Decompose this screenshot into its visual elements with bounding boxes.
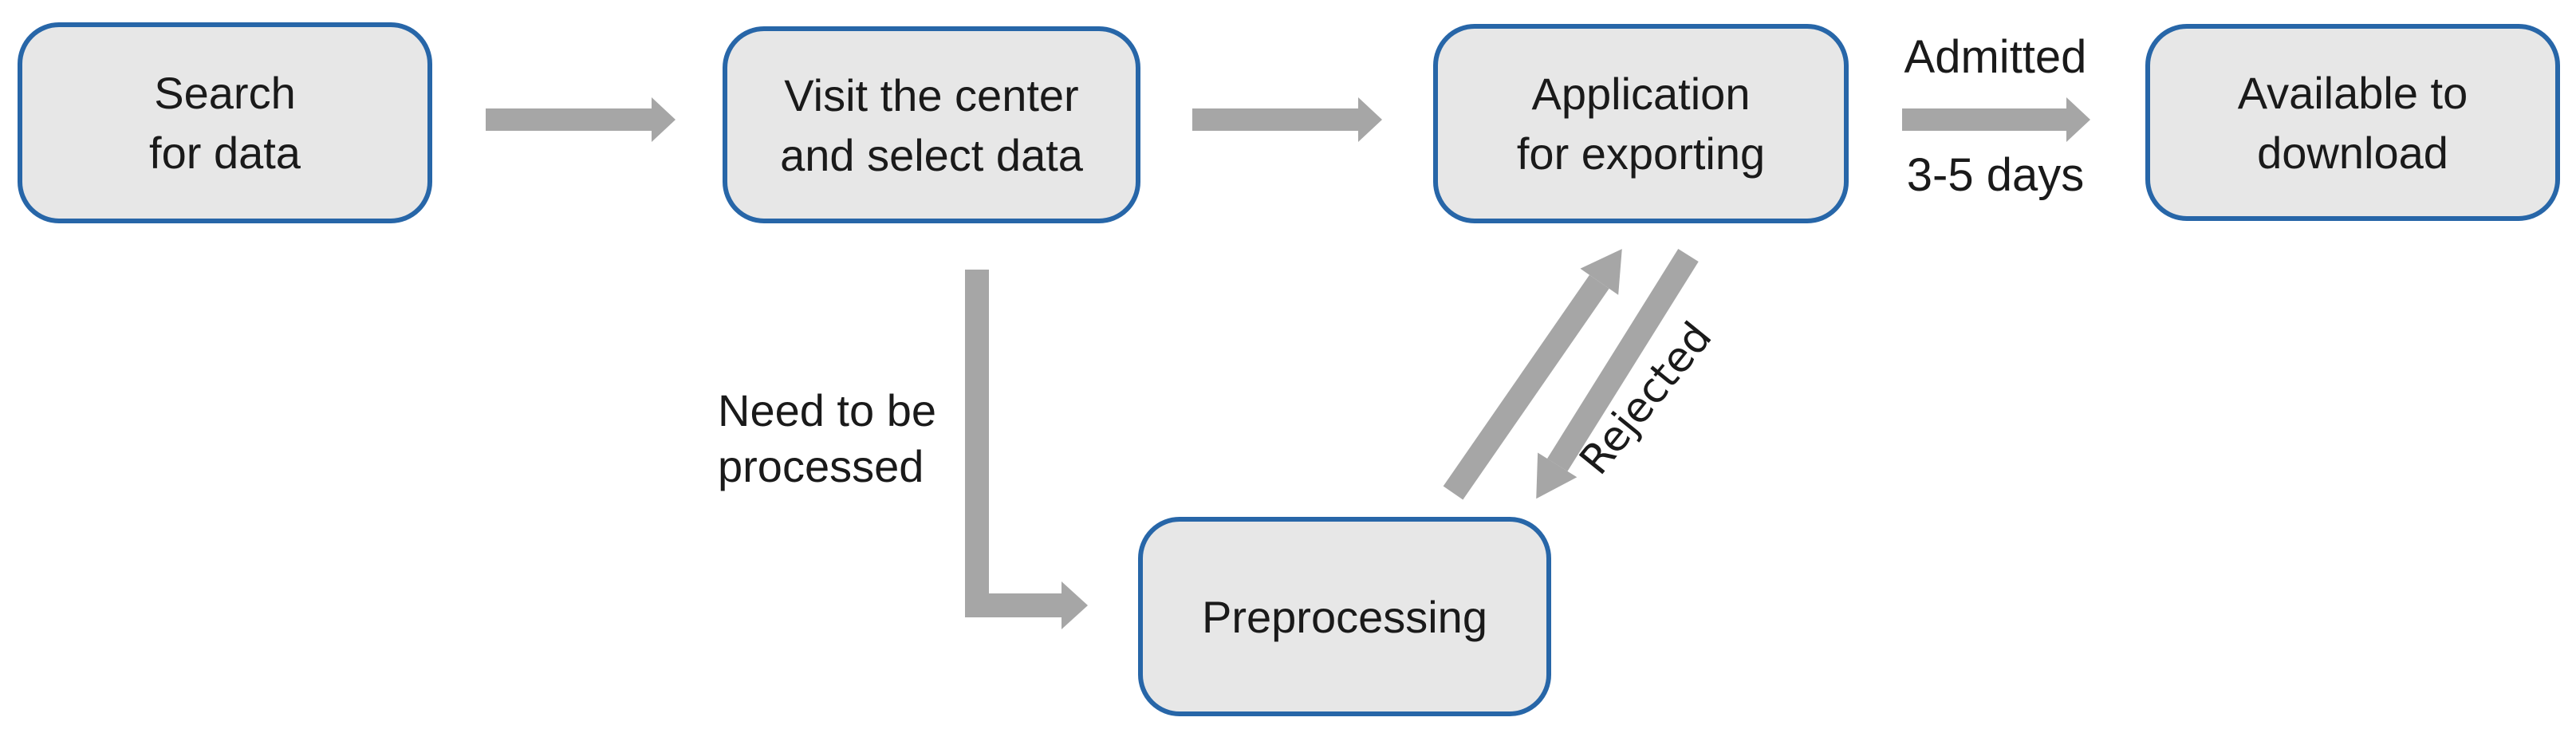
node-text-line: download [2257,127,2448,178]
node-preprocessing: Preprocessing [1138,517,1551,716]
node-text-line: Available to [2237,67,2468,118]
arrow-visit-to-application [1192,97,1382,142]
edge-label-need-to-be-processed: Need to be processed [718,383,936,495]
node-application-for-exporting: Application for exporting [1433,24,1849,223]
edge-label-line: Need to be [718,385,936,436]
node-text-line: Preprocessing [1202,591,1487,642]
node-available-to-download: Available to download [2145,24,2560,221]
arrow-application-to-download [1902,97,2090,142]
node-visit-the-center: Visit the center and select data [723,26,1140,223]
edge-label-admitted: Admitted [1904,31,2087,83]
arrow-visit-to-preprocessing [965,270,1088,629]
node-text-line: and select data [780,129,1083,180]
arrow-search-to-visit [486,97,676,142]
arrow-preprocessing-to-application [1443,249,1622,500]
arrow-application-to-preprocessing [1536,249,1699,499]
edge-label-line: processed [718,441,924,491]
node-text-line: for data [149,128,301,178]
node-text-line: for exporting [1516,128,1766,179]
node-text-line: Visit the center [784,69,1079,120]
node-text-line: Application [1531,69,1751,119]
edge-label-duration: 3-5 days [1906,149,2085,201]
node-text-line: Search [154,68,296,118]
node-search-for-data: Search for data [18,22,432,223]
